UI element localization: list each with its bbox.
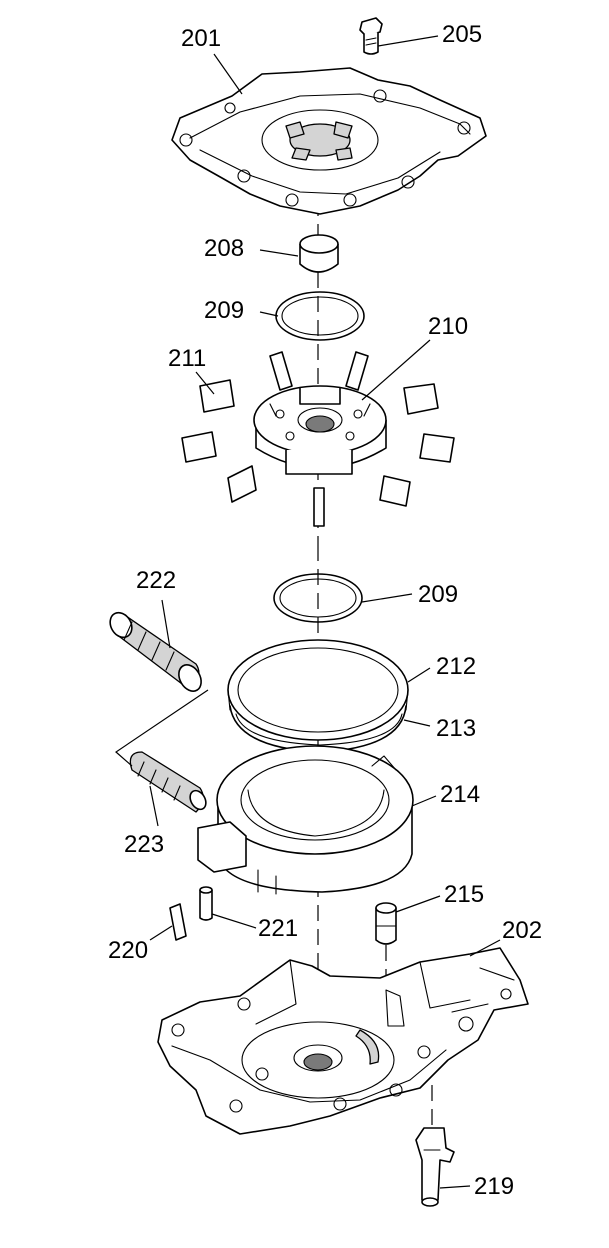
seal-ring-209-upper xyxy=(275,291,365,341)
pump-cover-201 xyxy=(171,67,487,215)
callout-215: 215 xyxy=(444,881,484,908)
callout-223: 223 xyxy=(124,831,164,858)
callout-220: 220 xyxy=(108,937,148,964)
callout-211: 211 xyxy=(168,345,206,372)
slide-ring-212 xyxy=(227,639,409,741)
bushing-208 xyxy=(299,234,339,273)
vanes-211 xyxy=(181,351,455,527)
leader-lines xyxy=(149,35,501,1189)
callout-202: 202 xyxy=(502,917,542,944)
callout-222: 222 xyxy=(136,567,176,594)
callout-219: 219 xyxy=(474,1173,514,1200)
seal-ring-209-lower xyxy=(273,573,363,623)
spring-link-line xyxy=(115,689,209,767)
callout-210: 210 xyxy=(428,313,468,340)
plug-220 xyxy=(169,903,187,941)
pin-215 xyxy=(375,902,397,945)
callout-214: 214 xyxy=(440,781,480,808)
rotor-210 xyxy=(253,385,387,475)
callout-201: 201 xyxy=(181,25,221,52)
pin-221 xyxy=(199,886,213,921)
callout-205: 205 xyxy=(442,21,482,48)
pump-housing-202 xyxy=(157,947,529,1135)
spring-223 xyxy=(129,751,207,813)
callout-213: 213 xyxy=(436,715,476,742)
callout-209-upper: 209 xyxy=(204,297,244,324)
callout-212: 212 xyxy=(436,653,476,680)
callout-209-lower: 209 xyxy=(418,581,458,608)
callout-221: 221 xyxy=(258,915,298,942)
fitting-219 xyxy=(415,1127,455,1207)
pump-slide-214 xyxy=(197,745,414,895)
spring-222 xyxy=(109,611,202,692)
bolt-205 xyxy=(359,17,383,55)
callout-208: 208 xyxy=(204,235,244,262)
